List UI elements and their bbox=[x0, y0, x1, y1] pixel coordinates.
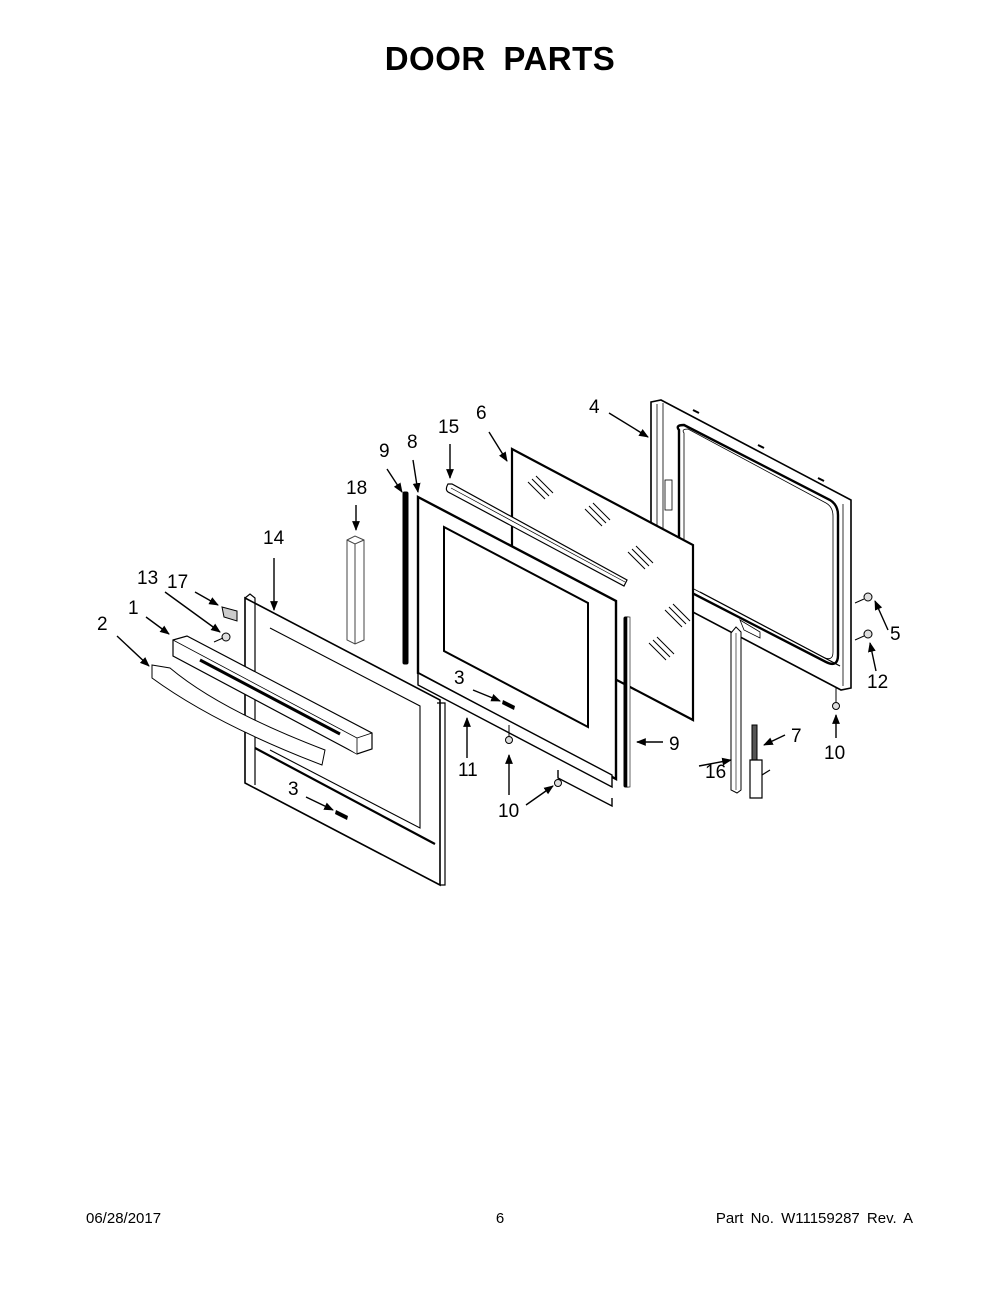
callout-5: 5 bbox=[890, 624, 901, 645]
callout-9a: 9 bbox=[379, 441, 390, 462]
callout-12: 12 bbox=[867, 672, 888, 693]
callout-10a: 10 bbox=[824, 743, 845, 764]
callout-9b: 9 bbox=[669, 734, 680, 755]
logo-badge-part-3 bbox=[335, 700, 515, 820]
screw-part-5 bbox=[854, 592, 873, 604]
callout-3a: 3 bbox=[454, 668, 465, 689]
callout-18: 18 bbox=[346, 478, 367, 499]
callout-17: 17 bbox=[167, 572, 188, 593]
inner-glass-panel-part-8 bbox=[416, 495, 618, 782]
door-handle-part-2 bbox=[151, 664, 326, 766]
callout-4: 4 bbox=[589, 397, 600, 418]
spacer-block-part-18 bbox=[346, 535, 365, 645]
footer-date: 06/28/2017 bbox=[86, 1210, 162, 1227]
door-gasket-part-9 bbox=[402, 491, 631, 788]
callout-3b: 3 bbox=[288, 779, 299, 800]
callout-2: 2 bbox=[97, 614, 108, 635]
callout-13: 13 bbox=[137, 568, 158, 589]
callout-16: 16 bbox=[705, 762, 726, 783]
screw-part-10 bbox=[505, 688, 840, 787]
footer-page-number: 6 bbox=[495, 1210, 505, 1227]
bottom-trim-part-11 bbox=[417, 671, 613, 808]
screw-part-12 bbox=[854, 629, 873, 641]
footer-part-number: Part No. W11159287 Rev. A bbox=[715, 1210, 913, 1227]
clip-part-17 bbox=[221, 606, 238, 622]
handle-bar-part-1 bbox=[172, 635, 373, 755]
screw-part-13 bbox=[213, 632, 231, 643]
hinge-channel-part-16 bbox=[730, 626, 742, 794]
callout-8: 8 bbox=[407, 432, 418, 453]
hinge-part-7 bbox=[749, 724, 771, 799]
vent-strip-part-15 bbox=[445, 483, 628, 587]
leader-lines bbox=[116, 412, 889, 811]
callout-11: 11 bbox=[458, 760, 478, 781]
callout-labels: 1 2 3 3 4 5 6 7 8 9 9 10 10 11 12 13 14 … bbox=[97, 397, 901, 822]
callout-10b: 10 bbox=[498, 801, 519, 822]
page-title: DOOR PARTS bbox=[384, 40, 616, 77]
callout-7: 7 bbox=[791, 726, 802, 747]
callout-6: 6 bbox=[476, 403, 487, 424]
callout-15: 15 bbox=[438, 417, 459, 438]
callout-14: 14 bbox=[263, 528, 285, 549]
inner-door-frame-part-4 bbox=[650, 399, 852, 691]
callout-1: 1 bbox=[128, 598, 139, 619]
